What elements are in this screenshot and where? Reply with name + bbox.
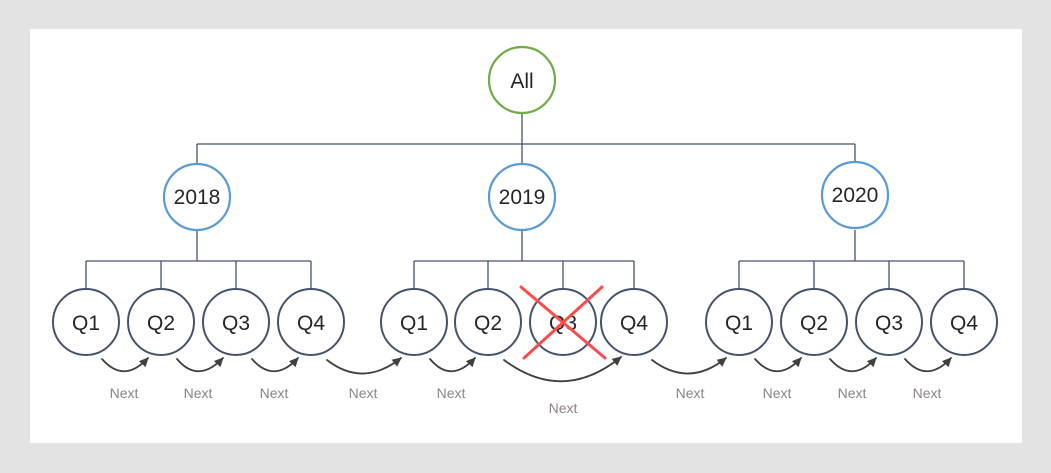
node-2020-q3-label: Q3 [875,312,903,335]
node-2018-circle [162,162,232,232]
next-arrow-2020q1-2020q2 [754,357,802,373]
node-2020-q1-label: Q1 [725,312,753,335]
node-2020-q3: Q3 [855,288,923,356]
node-2020-q4-circle [930,288,998,356]
node-2019-q2-circle [454,288,522,356]
node-2018-q2: Q2 [127,288,195,356]
connector-2019-to-quarters [413,230,635,289]
next-arrow-2019q4-2020q1 [651,357,727,375]
next-arrow-2018q2-2018q3 [176,357,224,373]
next-label: Next [763,385,792,401]
node-2019-label: 2019 [499,186,546,209]
next-arrow-2019q1-2019q2 [429,357,476,373]
next-arrow-2018q1-2018q2 [101,357,149,373]
node-2020-label: 2020 [832,184,879,207]
next-label: Next [184,385,213,401]
node-2019-q4-label: Q4 [620,312,648,335]
node-2020-circle [820,160,890,230]
node-2020-q1-circle [705,288,773,356]
node-2020-q2-circle [780,288,848,356]
next-label: Next [110,385,139,401]
next-label: Next [437,385,466,401]
next-arrow-2018q3-2018q4 [251,357,299,373]
node-2019-q4-circle [600,288,668,356]
connector-root-to-years [196,113,856,164]
node-2018-label: 2018 [174,186,221,209]
next-label: Next [349,385,378,401]
node-all: All [487,45,557,115]
node-2018-q2-circle [127,288,195,356]
node-2020-q1: Q1 [705,288,773,356]
next-arrow-2018q4-2019q1 [326,357,402,375]
node-2020-q2: Q2 [780,288,848,356]
cross-out-mark [519,285,607,360]
node-2020-q4-label: Q4 [950,312,978,335]
node-2018-q4-circle [277,288,345,356]
next-label: Next [676,385,705,401]
node-2020: 2020 [820,160,890,230]
cross-out-line-2 [522,285,604,360]
node-2019-circle [487,162,557,232]
node-all-circle [487,45,557,115]
node-2018-q3: Q3 [202,288,270,356]
node-2019-q2: Q2 [454,288,522,356]
node-2018-q4: Q4 [277,288,345,356]
next-label: Next [838,385,867,401]
next-arrow-2020q3-2020q4 [904,357,952,373]
node-2019-q4: Q4 [600,288,668,356]
node-2018-q3-circle [202,288,270,356]
node-2018: 2018 [162,162,232,232]
node-2018-q2-label: Q2 [147,312,175,335]
next-label: Next [913,385,942,401]
node-2020-q3-circle [855,288,923,356]
node-2019-q1: Q1 [380,288,448,356]
node-2018-q4-label: Q4 [297,312,325,335]
connector-2018-to-quarters [85,230,312,289]
next-arrow-2019q2-2019q4-skip-q3 [503,356,622,383]
next-label-skip: Next [549,400,578,416]
node-2019: 2019 [487,162,557,232]
node-2018-q1-label: Q1 [72,312,100,335]
node-2019-q1-label: Q1 [400,312,428,335]
node-2018-q1: Q1 [52,288,120,356]
node-2018-q1-circle [52,288,120,356]
node-2020-q2-label: Q2 [800,312,828,335]
next-arrow-2020q2-2020q3 [829,357,877,373]
connector-2020-to-quarters [738,230,965,289]
node-2018-q3-label: Q3 [222,312,250,335]
next-label: Next [260,385,289,401]
node-all-label: All [510,70,533,93]
node-2019-q1-circle [380,288,448,356]
node-2020-q4: Q4 [930,288,998,356]
node-2019-q2-label: Q2 [474,312,502,335]
